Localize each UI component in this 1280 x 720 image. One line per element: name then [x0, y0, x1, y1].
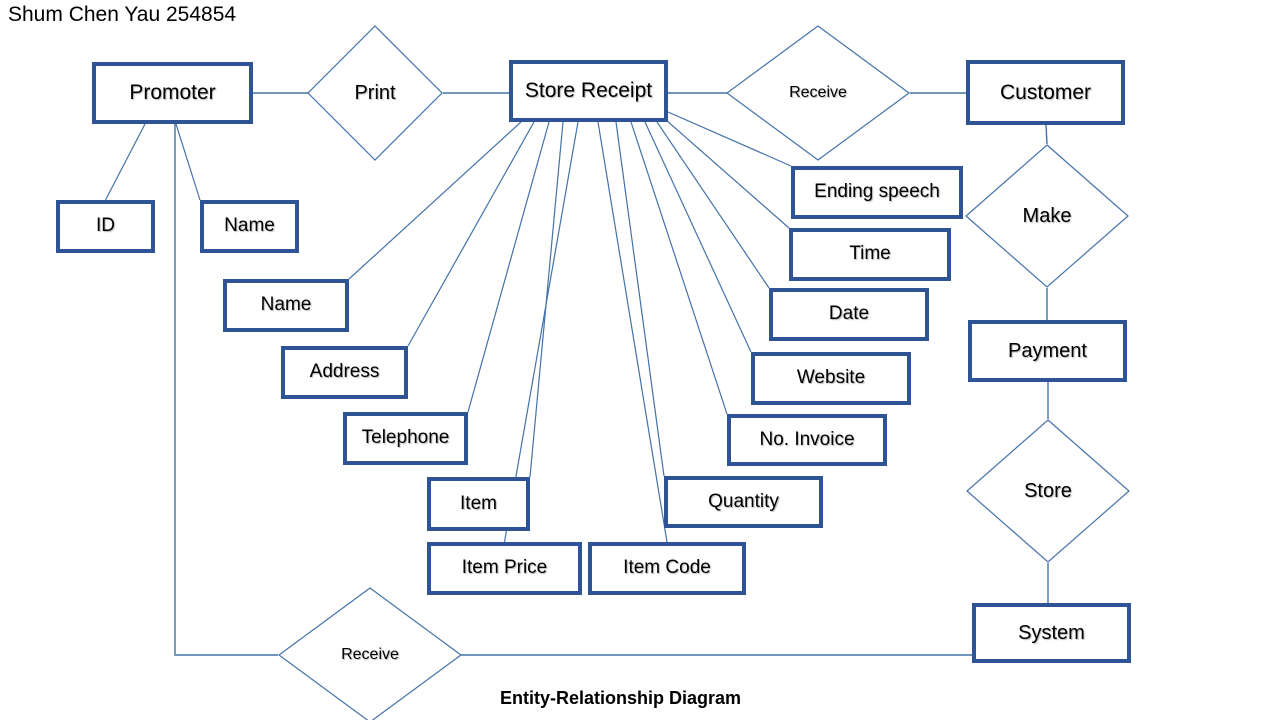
entity-customer[interactable]: Customer: [966, 60, 1125, 125]
attribute-link-sr_item_code: [597, 121, 668, 543]
attribute-link-sr_time: [665, 119, 790, 229]
attribute-sr_item[interactable]: Item: [427, 477, 530, 531]
attribute-link-sr_no_invoice: [630, 121, 728, 415]
attribute-sr_item_price[interactable]: Item Price: [427, 542, 582, 595]
attribute-link-sr_address: [407, 121, 535, 347]
entity-label: Payment: [1008, 340, 1087, 362]
attribute-sr_name[interactable]: Name: [223, 279, 349, 332]
attribute-label: Address: [309, 361, 380, 383]
attribute-link-sr_quantity: [615, 121, 665, 477]
relationship-label: Receive: [341, 646, 399, 663]
entity-label: System: [1018, 622, 1085, 644]
attribute-sr_no_invoice[interactable]: No. Invoice: [727, 414, 887, 466]
attribute-label: Item Price: [461, 557, 548, 579]
attribute-sr_ending[interactable]: Ending speech: [791, 166, 963, 219]
relationship-label: Make: [1022, 204, 1072, 227]
attribute-label: Name: [260, 294, 312, 316]
attribute-label: Telephone: [361, 427, 450, 449]
entity-label: Promoter: [129, 81, 216, 105]
relationship-receive_bottom[interactable]: Receive: [278, 587, 462, 720]
entity-store_receipt[interactable]: Store Receipt: [509, 60, 668, 122]
relationship-receive_top[interactable]: Receive: [726, 25, 910, 161]
attribute-label: Ending speech: [814, 181, 940, 203]
relationship-make[interactable]: Make: [965, 144, 1129, 288]
attribute-label: Item Code: [623, 557, 711, 579]
attribute-link-sr_item: [529, 121, 564, 478]
attribute-label: Website: [796, 367, 866, 389]
attribute-label: Time: [849, 243, 891, 265]
attribute-link-sr_name: [348, 121, 522, 280]
attribute-link-promoter_name: [175, 123, 201, 201]
attribute-sr_telephone[interactable]: Telephone: [343, 412, 468, 465]
attribute-link-sr_telephone: [467, 121, 550, 413]
attribute-label: Item: [460, 492, 497, 514]
attribute-sr_date[interactable]: Date: [769, 288, 929, 341]
attribute-sr_website[interactable]: Website: [751, 352, 911, 405]
diamond-icon: [965, 144, 1129, 288]
attribute-sr_item_code[interactable]: Item Code: [588, 542, 746, 595]
attribute-link-sr_ending: [667, 111, 792, 167]
entity-label: Store Receipt: [524, 79, 653, 103]
attribute-label: Date: [828, 303, 870, 325]
diamond-icon: [278, 587, 462, 720]
diagram-caption: Entity-Relationship Diagram: [500, 688, 742, 708]
attribute-sr_time[interactable]: Time: [789, 228, 951, 281]
diamond-icon: [307, 25, 443, 161]
attribute-label: ID: [96, 215, 115, 237]
attribute-sr_address[interactable]: Address: [281, 346, 408, 399]
attribute-label: Quantity: [708, 490, 779, 512]
entity-system[interactable]: System: [972, 603, 1131, 663]
diamond-icon: [726, 25, 910, 161]
relationship-store[interactable]: Store: [966, 419, 1130, 563]
attribute-link-sr_date: [656, 121, 770, 289]
diamond-icon: [966, 419, 1130, 563]
relationship-label: Receive: [789, 84, 847, 101]
attribute-sr_quantity[interactable]: Quantity: [664, 476, 823, 528]
connector-customer-make: [1045, 124, 1048, 145]
attribute-link-promoter_id: [104, 123, 146, 201]
attribute-label: No. Invoice: [759, 428, 855, 450]
relationship-label: Store: [1024, 479, 1072, 502]
author-label: Shum Chen Yau 254854: [8, 3, 237, 26]
relationship-print[interactable]: Print: [307, 25, 443, 161]
entity-promoter[interactable]: Promoter: [92, 62, 253, 124]
entity-payment[interactable]: Payment: [968, 320, 1127, 382]
attribute-promoter_name[interactable]: Name: [200, 200, 299, 253]
attribute-link-sr_website: [644, 121, 752, 353]
attribute-promoter_id[interactable]: ID: [56, 200, 155, 253]
entity-label: Customer: [999, 80, 1092, 104]
attribute-label: Name: [224, 215, 275, 237]
relationship-label: Print: [354, 81, 396, 104]
